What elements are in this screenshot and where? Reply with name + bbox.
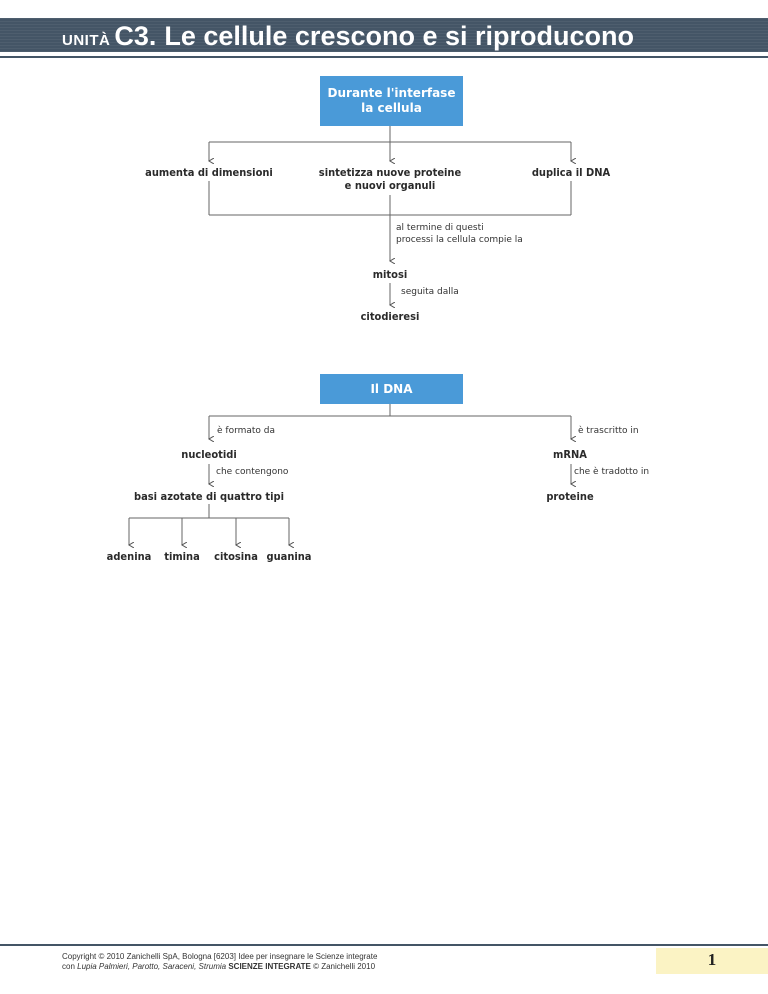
node-sintetizza: sintetizza nuove proteine e nuovi organu… <box>318 166 462 192</box>
link-label-al-termine: al termine di questi processi la cellula… <box>396 223 523 245</box>
node-duplica: duplica il DNA <box>531 166 611 179</box>
node-guanina: guanina <box>266 550 312 563</box>
node-proteine: proteine <box>546 490 594 503</box>
footer-line-2: con Lupia Palmieri, Parotto, Saraceni, S… <box>62 962 377 972</box>
link-label-formato: è formato da <box>217 426 276 436</box>
node-mrna: mRNA <box>553 448 587 461</box>
header-bar <box>0 18 768 52</box>
node-citodieresi: citodieresi <box>360 310 420 323</box>
link-label-contengono: che contengono <box>216 467 289 477</box>
link-label-seguita: seguita dalla <box>401 287 459 297</box>
footer-authors: Lupia Palmieri, Parotto, Saraceni, Strum… <box>77 962 227 971</box>
footer-copyright: Copyright © 2010 Zanichelli SpA, Bologna… <box>62 952 377 972</box>
interphase-root-box: Durante l'interfase la cellula <box>320 76 463 126</box>
dna-root-label: Il DNA <box>370 381 413 396</box>
link-label-trascritto: è trascritto in <box>578 426 639 436</box>
footer-line-1: Copyright © 2010 Zanichelli SpA, Bologna… <box>62 952 378 961</box>
node-basi-azotate: basi azotate di quattro tipi <box>134 490 284 503</box>
footer-prefix: con <box>62 962 78 971</box>
link-label-tradotto: che è tradotto in <box>574 467 650 477</box>
node-citosina: citosina <box>214 550 258 563</box>
node-aumenta: aumenta di dimensioni <box>145 166 273 179</box>
header-rule <box>0 56 768 58</box>
unit-code: C3. <box>114 21 157 51</box>
node-timina: timina <box>164 550 200 563</box>
footer-rule <box>0 944 768 946</box>
node-mitosi: mitosi <box>372 268 408 281</box>
unit-label: UNITÀ <box>62 32 111 49</box>
dna-root-box: Il DNA <box>320 374 463 404</box>
interphase-root-label: Durante l'interfase la cellula <box>327 86 456 115</box>
node-adenina: adenina <box>106 550 152 563</box>
node-nucleotidi: nucleotidi <box>181 448 237 461</box>
footer-suffix: © Zanichelli 2010 <box>310 962 376 971</box>
page-number-box: 1 <box>656 948 768 974</box>
footer-book-title: SCIENZE INTEGRATE <box>228 962 311 971</box>
unit-title: Le cellule crescono e si riproducono <box>164 21 634 51</box>
page-number: 1 <box>707 950 717 969</box>
